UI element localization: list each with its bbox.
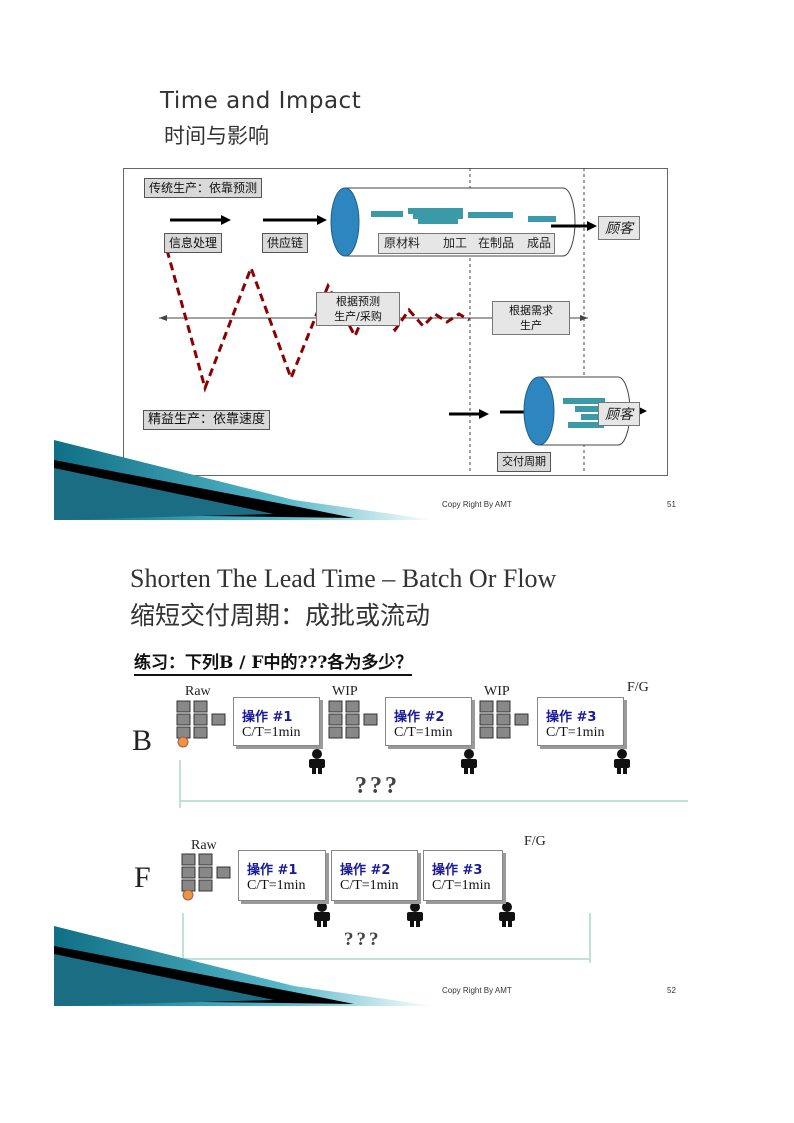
process-label: 加工 xyxy=(443,236,468,250)
operator-icon-b3 xyxy=(614,749,630,774)
batch-step-1: 操作 #1 C/T=1min xyxy=(233,697,320,746)
flow-fg-label: F/G xyxy=(524,834,546,849)
lead-time-label: 交付周期 xyxy=(497,452,551,472)
flow-step-2: 操作 #2 C/T=1min xyxy=(331,850,418,901)
slide-time-and-impact: Time and Impact 时间与影响 xyxy=(54,60,688,520)
cycle-time: C/T=1min xyxy=(242,725,301,740)
raw-material-label: 原材料 xyxy=(384,236,421,250)
finished-goods-label: 成品 xyxy=(527,236,552,250)
exercise-question: 练习：下列B / F中的???各为多少？ xyxy=(134,648,413,676)
cylinder-bottom-end xyxy=(523,376,555,446)
operator-icon-f2 xyxy=(407,902,423,927)
flow-step-1: 操作 #1 C/T=1min xyxy=(238,850,326,901)
batch-flow-diagram xyxy=(176,700,688,808)
slide-title-en: Time and Impact xyxy=(160,88,362,114)
operator-icon-b2 xyxy=(461,749,477,774)
cylinder-top-end xyxy=(330,187,360,257)
step-name: 操作 #3 xyxy=(432,863,483,878)
batch-raw-stack-icon xyxy=(176,700,226,748)
page-number: 52 xyxy=(667,986,676,995)
batch-fg-label: F/G xyxy=(627,680,649,695)
step-name: 操作 #1 xyxy=(247,863,298,878)
slide-title-en: Shorten The Lead Time – Batch Or Flow xyxy=(130,564,557,593)
wip-label: 在制品 xyxy=(478,236,515,250)
page-number: 51 xyxy=(667,500,676,509)
cycle-time: C/T=1min xyxy=(247,878,306,893)
info-processing-label: 信息处理 xyxy=(164,233,223,253)
forecast-line-1: 根据预测 xyxy=(336,295,380,308)
slide-title-cn: 缩短交付周期：成批或流动 xyxy=(130,601,431,630)
flow-step-3: 操作 #3 C/T=1min xyxy=(423,850,503,901)
customer-bottom-label: 顾客 xyxy=(598,402,640,426)
step-name: 操作 #3 xyxy=(546,710,597,725)
footer-copyright: Copy Right By AMT xyxy=(442,986,512,995)
flow-letter: F xyxy=(134,861,151,894)
step-name: 操作 #2 xyxy=(340,863,391,878)
batch-raw-label: Raw xyxy=(185,684,211,699)
operator-icon-f1 xyxy=(314,902,330,927)
flow-unknown: ??? xyxy=(344,929,382,950)
step-name: 操作 #1 xyxy=(242,710,293,725)
forecast-production-label: 根据预测 生产/采购 xyxy=(316,292,400,326)
lean-production-label: 精益生产：依靠速度 xyxy=(143,410,271,430)
stage-labels xyxy=(378,233,555,254)
customer-top-label: 顾客 xyxy=(598,216,640,240)
flow-diagram xyxy=(181,853,591,963)
supply-chain-label: 供应链 xyxy=(262,233,309,253)
flow-raw-stack-icon xyxy=(181,853,231,901)
batch-wip2-label: WIP xyxy=(484,684,510,699)
demand-line-1: 根据需求 xyxy=(509,304,553,317)
swoosh-decoration xyxy=(54,926,434,1006)
operator-icon-f3 xyxy=(499,902,515,927)
cycle-time: C/T=1min xyxy=(432,878,491,893)
cycle-time: C/T=1min xyxy=(546,725,605,740)
batch-wip1-stack-icon xyxy=(328,700,378,739)
batch-wip1-label: WIP xyxy=(332,684,358,699)
demand-line-2: 生产 xyxy=(520,319,542,332)
batch-step-3: 操作 #3 C/T=1min xyxy=(537,697,624,746)
cycle-time: C/T=1min xyxy=(340,878,399,893)
forecast-line-2: 生产/采购 xyxy=(334,310,382,323)
step-name: 操作 #2 xyxy=(394,710,445,725)
batch-unknown: ??? xyxy=(355,773,400,799)
swoosh-decoration xyxy=(54,440,434,520)
cycle-time: C/T=1min xyxy=(394,725,453,740)
operator-icon-b1 xyxy=(309,749,325,774)
batch-letter: B xyxy=(132,724,153,757)
batch-step-2: 操作 #2 C/T=1min xyxy=(385,697,472,746)
footer-copyright: Copy Right By AMT xyxy=(442,500,512,509)
flow-raw-label: Raw xyxy=(191,838,217,853)
slide-title-cn: 时间与影响 xyxy=(164,124,269,148)
slide-lead-time: Shorten The Lead Time – Batch Or Flow 缩短… xyxy=(54,548,688,1006)
demand-production-label: 根据需求 生产 xyxy=(492,301,570,335)
traditional-production-label: 传统生产：依靠预测 xyxy=(144,178,263,198)
batch-wip2-stack-icon xyxy=(479,700,529,739)
